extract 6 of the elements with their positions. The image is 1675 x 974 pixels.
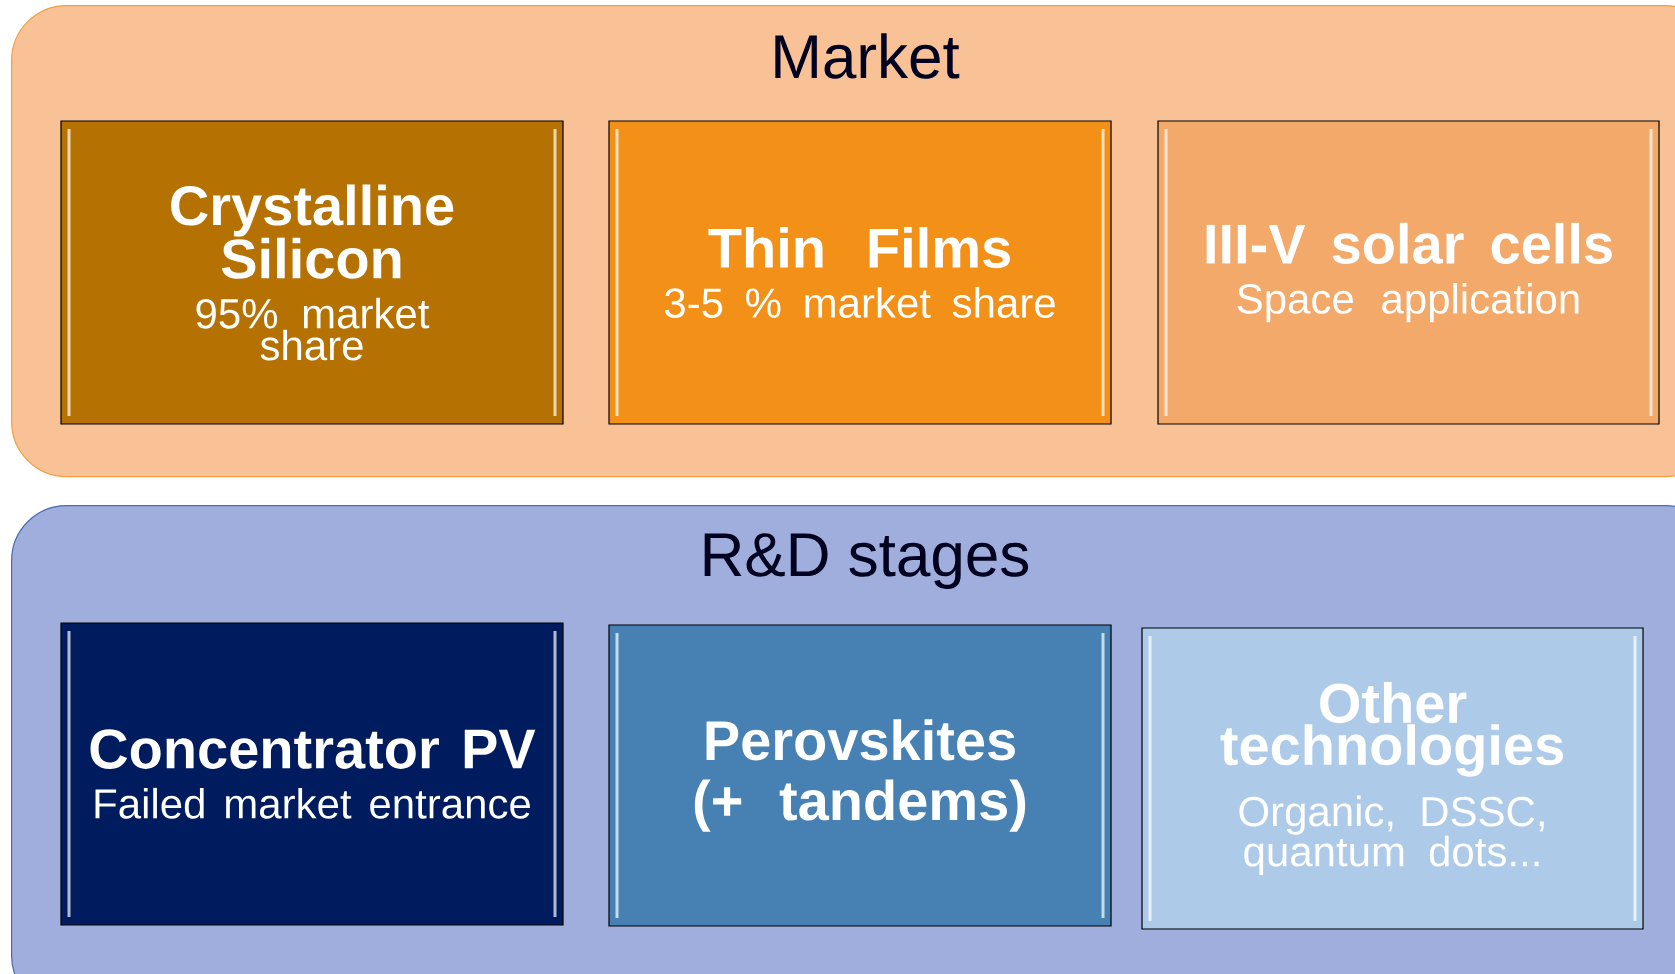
technology-box: Concentrator PV Failed market entrance [60, 622, 564, 926]
technology-box: Perovskites (+ tandems) [608, 624, 1112, 927]
technology-box: III-V solar cells Space application [1157, 120, 1660, 425]
technology-box: Thin Films 3-5 % market share [608, 120, 1112, 425]
technology-box: Other technologies Organic, DSSC, quantum dots... [1141, 627, 1644, 930]
technology-box: Crystalline Silicon 95% market share [60, 120, 564, 425]
